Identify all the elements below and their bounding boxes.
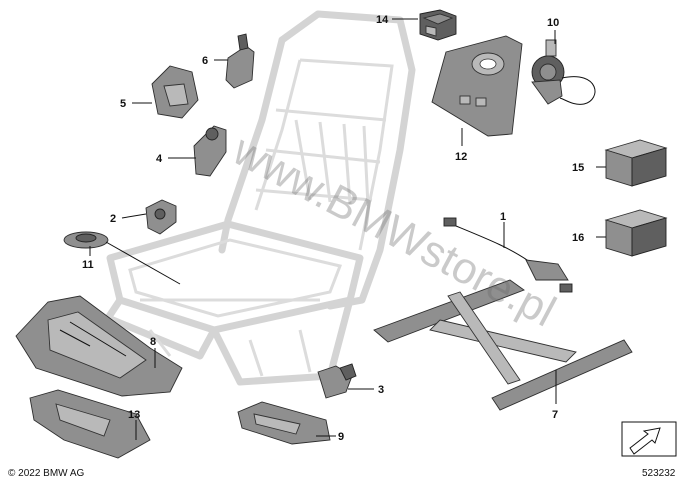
part-8-seat-pan — [15, 295, 183, 397]
part-2-motor — [145, 199, 177, 235]
callout-13: 13 — [128, 409, 140, 421]
seat-frame-illustration — [104, 10, 416, 386]
callout-12: 12 — [455, 151, 467, 163]
part-5-housing — [151, 65, 199, 119]
callout-4: 4 — [156, 153, 163, 165]
callout-8: 8 — [150, 336, 156, 348]
callout-3: 3 — [378, 384, 384, 396]
callout-numbers: 14 10 6 5 4 12 15 2 1 16 11 8 3 7 13 9 — [82, 14, 584, 443]
callout-5: 5 — [120, 98, 126, 110]
callout-14: 14 — [376, 14, 389, 26]
direction-arrow-icon — [629, 427, 661, 455]
part-13-bracket — [29, 389, 151, 459]
callout-7: 7 — [552, 409, 558, 421]
part-3-connector — [317, 363, 357, 399]
diagram-id: 523232 — [642, 468, 676, 479]
part-10-motor — [531, 39, 596, 105]
copyright-text: © 2022 BMW AG — [8, 468, 85, 479]
callout-6: 6 — [202, 55, 208, 67]
part-15-box — [604, 139, 668, 187]
callout-11: 11 — [82, 259, 94, 271]
part-11-sensor — [63, 231, 109, 249]
part-6-actuator — [225, 33, 255, 89]
leader-lines — [89, 18, 606, 440]
callout-15: 15 — [572, 162, 584, 174]
part-9-cover — [237, 401, 331, 445]
part-7-seat-rails — [373, 279, 633, 411]
callout-1: 1 — [500, 211, 506, 223]
part-1-harness — [443, 217, 573, 293]
part-16-box — [604, 209, 668, 257]
part-14-switch — [419, 9, 457, 41]
callout-10: 10 — [547, 17, 559, 29]
callout-9: 9 — [338, 431, 344, 443]
part-12-panel — [431, 35, 523, 137]
direction-arrow-box — [621, 421, 677, 457]
callout-16: 16 — [572, 232, 584, 244]
callout-2: 2 — [110, 213, 116, 225]
part-4-motor-unit — [193, 125, 227, 177]
